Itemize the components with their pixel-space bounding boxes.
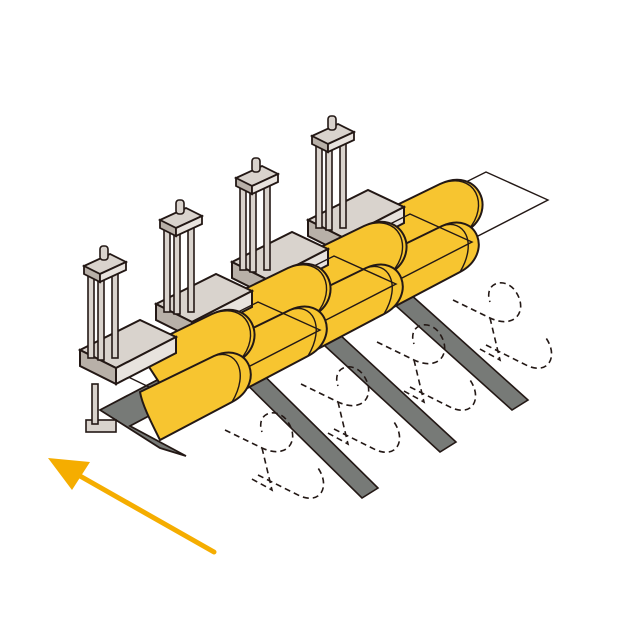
arrow-up-left-icon <box>48 458 217 555</box>
